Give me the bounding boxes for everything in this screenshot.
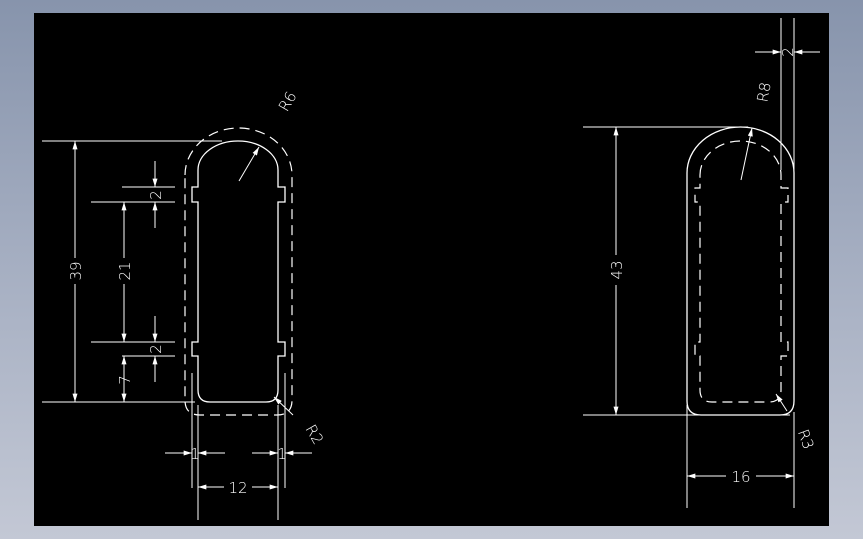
- dim-12: 12: [228, 479, 247, 497]
- left-dimension-lines: [72, 140, 312, 490]
- right-profile: 43 2 16 R8 R3: [583, 18, 820, 508]
- radius-r3: R3: [794, 427, 818, 452]
- dim-39: 39: [67, 261, 85, 280]
- dim-2-bottom: 2: [147, 344, 165, 354]
- dim-16: 16: [731, 468, 750, 486]
- dim-1-left: 1: [190, 445, 200, 463]
- left-profile-outline: [191, 140, 286, 403]
- dim-2-top: 2: [147, 190, 165, 200]
- right-profile-dashed-outline: [694, 140, 789, 403]
- dim-43: 43: [608, 260, 626, 279]
- radius-r8: R8: [753, 81, 774, 104]
- radius-r6: R6: [275, 88, 301, 114]
- right-profile-outline: [686, 126, 795, 416]
- left-profile-dashed-outline: [184, 127, 293, 416]
- dim-1-right: 1: [277, 445, 287, 463]
- dim-7: 7: [116, 375, 134, 385]
- radius-r2: R2: [302, 421, 328, 447]
- left-extension-lines: [42, 140, 286, 520]
- dim-2-wall: 2: [779, 47, 797, 57]
- cad-viewport[interactable]: [34, 13, 829, 526]
- right-extension-lines: [583, 18, 795, 508]
- left-profile: 39 21 2 2 7 1 1 12 R6 R2: [42, 88, 327, 520]
- dim-21: 21: [116, 261, 134, 280]
